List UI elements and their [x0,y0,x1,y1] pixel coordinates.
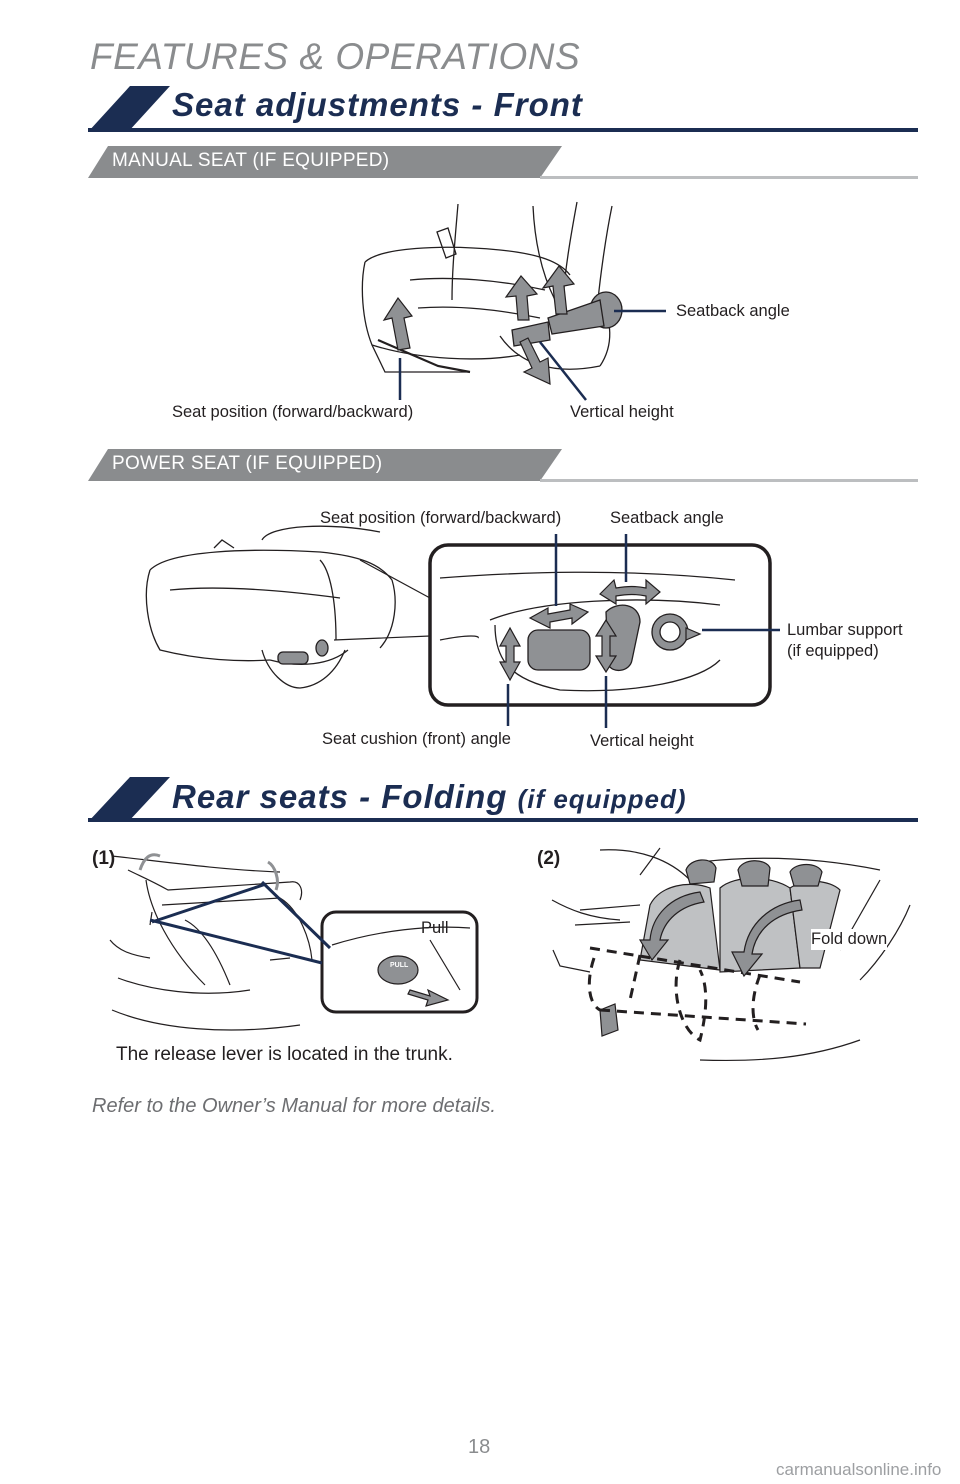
section-title-rule [88,128,918,132]
power-callout-seat-position: Seat position (forward/backward) [320,509,562,527]
page-number: 18 [468,1436,491,1458]
trunk-release-caption: The release lever is located in the trun… [116,1044,453,1065]
fold-down-label: Fold down [811,929,888,950]
section-rear-title-suffix: (if equipped) [517,784,687,814]
callout-vertical-height: Vertical height [570,403,674,421]
power-callout-seatback-angle: Seatback angle [610,509,724,527]
figure-1-label: (1) [92,848,116,869]
section-rear-title-main: Rear seats - Folding [172,778,508,815]
power-callout-lumbar-line2: (if equipped) [787,642,879,660]
callout-seat-position: Seat position (forward/backward) [172,403,414,421]
pull-button-text: PULL [390,962,409,969]
manual-band-rule [540,176,918,179]
callout-seatback-angle: Seatback angle [676,302,790,320]
owners-manual-note: Refer to the Owner’s Manual for more det… [92,1095,496,1117]
power-callout-vertical-height: Vertical height [590,732,694,750]
pull-label: Pull [421,919,449,937]
section-front-title: Seat adjustments - Front [172,86,583,123]
power-band-rule [540,479,918,482]
power-seat-band-label: POWER SEAT (IF EQUIPPED) [112,453,383,474]
manual-seat-band-label: MANUAL SEAT (IF EQUIPPED) [112,150,390,171]
section-title-accent [88,86,170,132]
section-rear-title: Rear seats - Folding (if equipped) [172,778,687,816]
page-title: FEATURES & OPERATIONS [90,36,581,77]
figure-2-label: (2) [537,848,561,869]
section-rear-rule [88,818,918,822]
watermark: carmanualsonline.info [776,1460,942,1479]
power-callout-cushion-angle: Seat cushion (front) angle [322,730,511,748]
section-rear-accent [88,777,170,822]
power-callout-lumbar-line1: Lumbar support [787,621,903,639]
